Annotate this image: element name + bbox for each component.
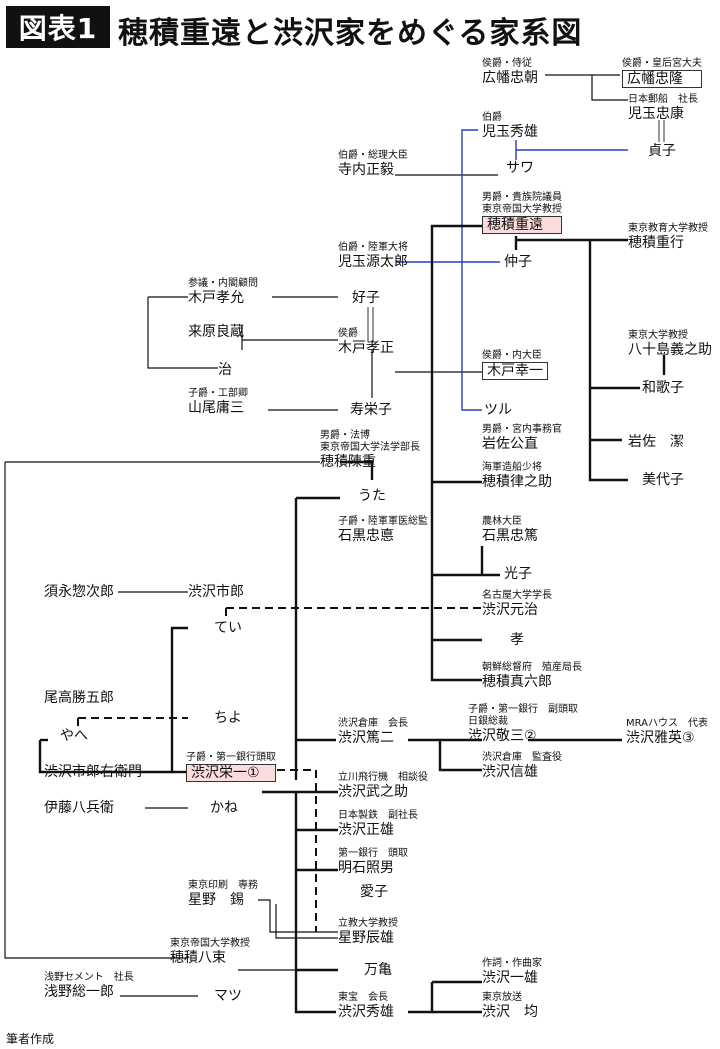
person-shibusawa-masao: 日本製鉄 副社長渋沢正雄 — [338, 810, 418, 838]
person-sadako: 貞子 — [648, 143, 676, 159]
person-kido-takamasa: 侯爵木戸孝正 — [338, 328, 394, 356]
person-hozumi-shigeto: 男爵・貴族院議員東京帝国大学教授穂積重遠 — [482, 192, 562, 234]
person-shibusawa-ichiro: 渋沢市郎 — [188, 584, 244, 600]
person-asano-soichiro: 浅野セメント 社長浅野総一郎 — [44, 972, 134, 1000]
person-shibusawa-motoji: 名古屋大学学長渋沢元治 — [482, 590, 552, 618]
person-miyoko: 美代子 — [642, 472, 684, 488]
person-shibusawa-ichiemon: 渋沢市郎右衛門 — [44, 764, 142, 780]
person-shibusawa-hideo: 東宝 会長渋沢秀雄 — [338, 992, 394, 1020]
person-kido-koichi: 侯爵・内大臣木戸幸一 — [482, 350, 548, 380]
person-iwasa-kimitada: 男爵・宮内事務官岩佐公直 — [482, 424, 562, 452]
person-yahe: やへ — [60, 728, 88, 744]
person-hoshino-shaku: 東京印刷 専務星野 錫 — [188, 880, 258, 908]
person-kodama-tadayasu: 日本郵船 社長児玉忠康 — [628, 94, 698, 122]
figure-title: 穂積重遠と渋沢家をめぐる家系図 — [118, 16, 583, 51]
person-hozumi-shinrokuro: 朝鮮総督府 殖産局長穂積真六郎 — [482, 662, 582, 690]
person-yoshiko: 好子 — [352, 290, 380, 306]
person-kodama-hideo: 伯爵児玉秀雄 — [482, 112, 538, 140]
person-hozumi-nobushige: 男爵・法博東京帝国大学法学部長穂積陳重 — [320, 430, 420, 470]
person-odaka: 尾高勝五郎 — [44, 690, 114, 706]
figure-tag: 図表1 — [6, 6, 110, 48]
person-kido-takayoshi: 参議・内閣顧問木戸孝允 — [188, 278, 258, 306]
person-kurihara-ryozo: 来原良蔵 — [188, 324, 244, 340]
credit-note: 筆者作成 — [6, 1032, 55, 1046]
person-kane: かね — [210, 800, 238, 816]
person-nakako: 仲子 — [504, 254, 532, 270]
person-iwasa-kiyoshi: 岩佐 潔 — [628, 434, 684, 450]
person-shibusawa-eiichi: 子爵・第一銀行頭取渋沢栄一① — [186, 752, 276, 782]
person-shibusawa-nobuo: 渋沢倉庫 監査役渋沢信雄 — [482, 752, 562, 780]
person-hirohata-tadataka: 侯爵・皇后宮大夫広幡忠隆 — [622, 58, 702, 88]
person-aiko: 愛子 — [360, 884, 388, 900]
person-hozumi-yatsuka: 東京帝国大学教授穂積八束 — [170, 938, 250, 966]
person-jueiko: 寿栄子 — [350, 402, 392, 418]
person-tei: てい — [214, 620, 242, 636]
person-mitsuko: 光子 — [504, 566, 532, 582]
person-osamu: 治 — [218, 362, 232, 378]
person-shibusawa-tokuji: 渋沢倉庫 会長渋沢篤二 — [338, 718, 408, 746]
person-mankame: 万亀 — [364, 962, 392, 978]
person-yasoshima: 東京大学教授八十島義之助 — [628, 330, 712, 358]
person-takashi: 孝 — [510, 632, 524, 648]
person-yamao-yozo: 子爵・工部卿山尾庸三 — [188, 388, 248, 416]
person-shibusawa-keizo: 子爵・第一銀行 副頭取日銀総裁渋沢敬三② — [468, 704, 578, 744]
person-tsuru: ツル — [484, 402, 512, 418]
person-akashi-teruo: 第一銀行 頭取明石照男 — [338, 848, 408, 876]
person-matsu: マツ — [214, 988, 242, 1004]
person-kodama-gentaro: 伯爵・陸軍大将児玉源太郎 — [338, 242, 408, 270]
person-chiyo: ちよ — [214, 710, 242, 726]
person-ishiguro-tadanori: 子爵・陸軍軍医総監石黒忠悳 — [338, 516, 428, 544]
person-hozumi-rinnosuke: 海軍造船少将穂積律之助 — [482, 462, 552, 490]
person-sunaga: 須永惣次郎 — [44, 584, 114, 600]
person-shibusawa-takenosuke: 立川飛行機 相談役渋沢武之助 — [338, 772, 428, 800]
person-hozumi-shigeyuki: 東京教育大学教授穂積重行 — [628, 223, 708, 251]
person-wakako: 和歌子 — [642, 380, 684, 396]
person-hoshino-tatsuo: 立教大学教授星野辰雄 — [338, 918, 398, 946]
person-ishiguro-tadaatsu: 農林大臣石黒忠篤 — [482, 516, 538, 544]
person-shibusawa-hitoshi: 東京放送渋沢 均 — [482, 992, 538, 1020]
person-sawa: サワ — [506, 160, 534, 176]
person-uta: うた — [358, 488, 386, 504]
person-hirohata-tadatomo: 侯爵・侍従広幡忠朝 — [482, 58, 538, 86]
person-ito-hachibee: 伊藤八兵衛 — [44, 800, 114, 816]
person-terauchi-masatake: 伯爵・総理大臣寺内正毅 — [338, 150, 408, 178]
person-shibusawa-kazuo: 作詞・作曲家渋沢一雄 — [482, 958, 542, 986]
person-shibusawa-masahide: MRAハウス 代表渋沢雅英③ — [626, 718, 709, 746]
